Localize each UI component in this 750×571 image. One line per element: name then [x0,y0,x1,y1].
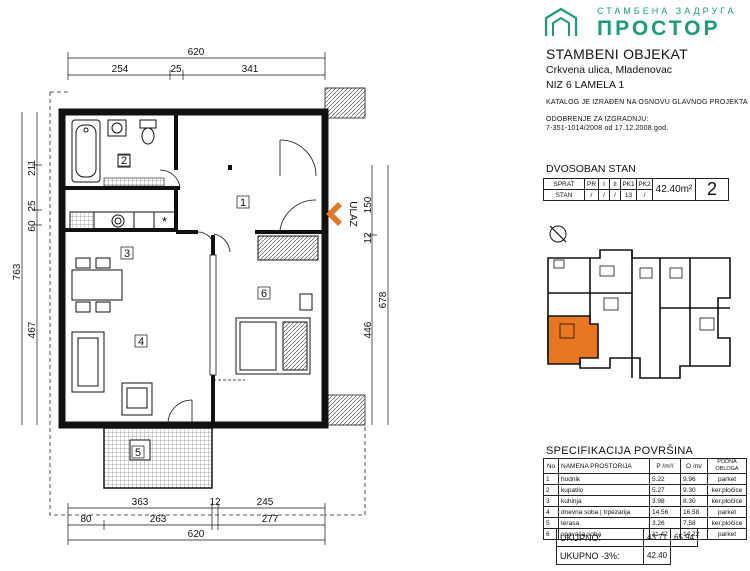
dim-left-4: 467 [27,321,38,338]
dim-bottom-3: 245 [257,497,274,508]
armchair [121,382,153,416]
dim-bottom-5: 263 [150,514,167,525]
dim-bottom-total: 620 [188,529,205,540]
wardrobe [257,235,319,261]
approval-text: 7-351-1014/2008 od 17.12.2008.god. [546,125,669,132]
entrance-label: ULAZ [347,201,358,227]
terrace [103,427,213,489]
room-number-5: 5 [135,447,141,459]
room-labels: 1 2 3 4 5 6 [117,153,271,459]
floor-plan: 620 254 25 341 763 211 60 25 467 150 12 … [12,47,389,545]
walls [58,108,329,429]
approval-label: ODOBRENJE ZA IZGRADNJU: [546,116,649,123]
room-number-2: 2 [121,155,127,167]
room-number-4: 4 [138,336,144,348]
compass-icon [549,225,567,243]
apartment-type: DVOSOBAN STAN [546,163,636,175]
key-plan [547,249,731,379]
reduced-row: UKUPNO -3%: 42.40 [556,546,698,565]
floor-row-header: SPRAT PR I II PK1 PK2 42.40m² 2 [543,178,729,201]
sofa [71,331,105,393]
bath-floor-grid [103,177,165,187]
project-address: Crkvena ulica, Mladenovac [546,64,673,76]
kitchen-counter [69,211,176,230]
logo-subtitle: СТАМБЕНА ЗАДРУГА [597,6,737,16]
dim-left-3: 25 [27,200,38,212]
entrance-arrow-icon [326,202,342,226]
dim-right-2: 12 [363,232,374,244]
spec-title: SPECIFIKACIJA POVRŠINA [546,445,694,457]
star-mark: * [162,214,167,229]
room-number-6: 6 [261,288,267,300]
building-outline [49,87,366,516]
dim-top-total: 620 [188,47,205,58]
sink [107,119,127,137]
spec-header-row: No NAMENA PROSTORIJA P /m²/ O /m/ PODNA … [543,458,747,474]
floor-table: SPRAT PR I II PK1 PK2 42.40m² 2 STAN / /… [543,178,729,201]
apartment-area: 42.40m² [652,178,696,201]
corridor-hatch [324,87,366,119]
key-plan-highlight [547,315,599,365]
catalog-note: KATALOG JE IZRAĐEN NA OSNOVU GLAVNOG PRO… [546,99,748,106]
dimension-left [21,112,42,425]
bathtub [71,119,101,183]
dim-top-3: 341 [242,64,259,75]
spec-totals: UKUPNO: 43.71 65.94 UKUPNO -3%: 42.40 [556,528,699,565]
spec-table: No NAMENA PROSTORIJA P /m²/ O /m/ PODNA … [543,458,747,540]
dimension-bottom [67,503,326,545]
toilet [139,119,157,145]
dim-bottom-2: 12 [209,497,221,508]
room-number-1: 1 [240,197,246,209]
dim-left-1: 211 [27,160,38,176]
logo-title: ПРОСТОР [597,17,721,40]
logo-house-icon [544,7,578,36]
dining-table [71,257,123,313]
bed [235,317,311,375]
nightstand [299,293,313,311]
dim-bottom-4: 80 [80,514,92,525]
dim-top-2: 25 [170,64,182,75]
dim-left-2: 60 [27,220,38,232]
dim-top-1: 254 [112,64,129,75]
dim-bottom-6: 277 [262,514,279,525]
floor-row-stan: STAN / / / 13 / [543,189,729,201]
project-building: NIZ 6 LAMELA 1 [546,79,625,91]
dim-left-total: 763 [12,263,23,280]
dimension-right [367,165,389,425]
doors [159,139,317,426]
corridor-hatch-lower [324,394,366,426]
dim-right-3: 678 [378,291,389,308]
dim-bottom-1: 363 [132,497,149,508]
total-row: UKUPNO: 43.71 65.94 [556,528,699,547]
partition-panel [209,254,217,376]
project-title: STAMBENI OBJEKAT [546,46,688,62]
dim-right-4: 446 [363,321,374,338]
rooms-count: 2 [695,178,729,201]
dim-right-1: 150 [363,196,374,213]
room-number-3: 3 [124,248,130,260]
dimension-top [67,52,326,80]
